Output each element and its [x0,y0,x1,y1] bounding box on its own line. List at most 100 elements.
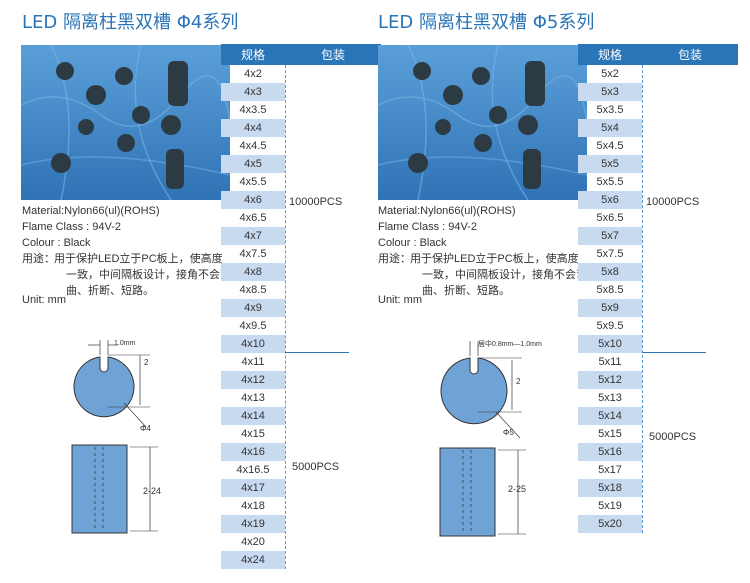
table-row: 5x6 [578,191,738,209]
size-cell: 4x16 [221,443,285,461]
size-cell: 4x6 [221,191,285,209]
size-cell: 4x3 [221,83,285,101]
left-spec-flame: Flame Class : 94V-2 [22,221,122,233]
table-row: 5x19 [578,497,738,515]
table-row: 4x4 [221,119,381,137]
table-row: 4x7.5 [221,245,381,263]
table-row: 4x9.5 [221,317,381,335]
left-spec-colour: Colour : Black [22,237,91,249]
table-row: 4x12 [221,371,381,389]
left-usage-line-1: 用于保护LED立于PC板上，使高度 [54,253,223,265]
size-cell: 5x6.5 [596,212,624,224]
left-spec-material: Material:Nylon66(ul)(ROHS) [22,205,160,217]
size-cell: 5x10 [578,335,642,353]
left-usage-label: 用途： [22,253,55,265]
size-cell: 4x13 [241,392,265,404]
size-cell: 4x7.5 [239,248,267,260]
size-cell: 5x3 [578,83,642,101]
size-cell: 4x11 [241,356,265,368]
table-row: 4x6 [221,191,381,209]
table-row: 4x24 [221,551,381,569]
right-table-divider [642,65,643,533]
left-unit: Unit: mm [22,294,66,306]
right-height-label: 2-25 [508,484,527,494]
left-header-size: 规格 [240,48,265,62]
table-row: 4x8 [221,263,381,281]
table-row: 5x5 [578,155,738,173]
size-cell: 4x24 [221,551,285,569]
size-cell: 4x16.5 [236,464,270,476]
size-cell: 4x20 [241,536,265,548]
size-cell: 5x5 [578,155,642,173]
table-row: 5x9.5 [578,317,738,335]
size-cell: 4x5 [221,155,285,173]
size-cell: 4x18 [241,500,265,512]
table-row: 5x13 [578,389,738,407]
size-cell: 5x20 [578,515,642,533]
left-top-view-diagram [73,340,150,428]
size-cell: 5x18 [578,479,642,497]
table-row: 4x11 [221,353,381,371]
table-row: 5x7.5 [578,245,738,263]
table-row: 5x18 [578,479,738,497]
right-side-view-diagram [439,447,526,537]
right-pack-10000: 10000PCS [646,196,700,208]
table-row: 5x2 [578,65,738,83]
size-cell: 5x7.5 [596,248,624,260]
size-cell: 4x9.5 [239,320,267,332]
table-row: 4x6.5 [221,209,381,227]
left-usage-line-3: 曲、折断、短路。 [66,285,154,297]
right-pack-5000: 5000PCS [649,431,697,443]
right-header-size: 规格 [597,48,622,62]
table-row: 5x6.5 [578,209,738,227]
table-row: 5x4.5 [578,137,738,155]
table-row: 5x8.5 [578,281,738,299]
size-cell: 4x4.5 [239,140,267,152]
left-header-pack: 包装 [320,48,345,62]
table-row: 4x5 [221,155,381,173]
right-title: LED 隔离柱黑双槽 Φ5系列 [378,12,595,33]
right-table-header: 规格 包装 [578,44,738,65]
table-row: 5x8 [578,263,738,281]
table-row: 4x4.5 [221,137,381,155]
left-pack-10000: 10000PCS [289,196,343,208]
size-cell: 5x8 [578,263,642,281]
size-cell: 4x19 [221,515,285,533]
left-table-header: 规格 包装 [221,44,381,65]
left-panel: LED 隔离柱黑双槽 Φ4系列 Material:Nylon66(u [21,12,381,569]
size-cell: 4x8.5 [239,284,267,296]
size-cell: 5x4 [578,119,642,137]
size-cell: 5x8.5 [596,284,624,296]
table-row: 5x14 [578,407,738,425]
size-cell: 5x19 [598,500,622,512]
size-cell: 4x7 [221,227,285,245]
right-unit: Unit: mm [378,294,422,306]
right-usage-line-2: 一致，中间隔板设计，接角不会弯 [422,269,587,281]
left-gap-label: 1.0mm [114,340,136,347]
right-top-view-diagram [440,341,522,439]
table-row: 5x10 [578,335,738,353]
size-cell: 4x9 [221,299,285,317]
right-header-pack: 包装 [677,48,702,62]
table-row: 5x7 [578,227,738,245]
right-product-photo [378,45,587,200]
right-spec-flame: Flame Class : 94V-2 [378,221,478,233]
table-row: 4x2 [221,65,381,83]
right-gap-label: 居中0.8mm—1.0mm [478,341,542,348]
size-cell: 5x11 [598,356,622,368]
table-row: 5x3 [578,83,738,101]
table-row: 4x16 [221,443,381,461]
table-row: 4x7 [221,227,381,245]
table-row: 4x13 [221,389,381,407]
table-row: 4x17 [221,479,381,497]
right-table-group-separator [642,352,706,353]
size-cell: 5x5.5 [596,176,624,188]
left-usage-line-2: 一致，中间隔板设计，接角不会弯 [66,269,231,281]
size-cell: 5x14 [578,407,642,425]
table-row: 4x10 [221,335,381,353]
size-cell: 4x3.5 [239,104,267,116]
right-spec-colour: Colour : Black [378,237,447,249]
table-row: 5x20 [578,515,738,533]
